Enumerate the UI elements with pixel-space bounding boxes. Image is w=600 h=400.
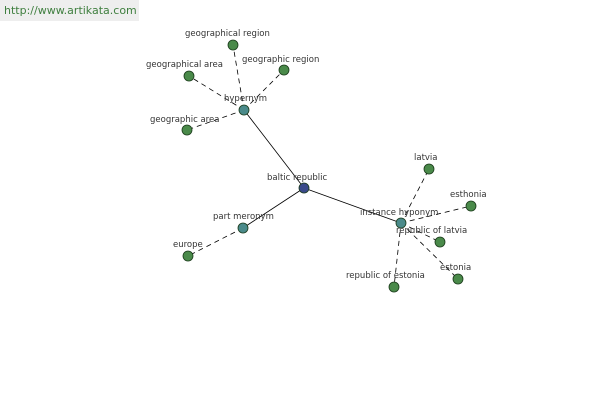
node-geographic-region[interactable] xyxy=(278,64,290,76)
node-label-republic-of-estonia: republic of estonia xyxy=(346,271,425,281)
node-part-meronym[interactable] xyxy=(237,222,249,234)
edge-baltic-republic-to-hypernym xyxy=(243,109,305,189)
edge-instance-hyponym-to-republic-of-latvia xyxy=(400,222,441,243)
edge-instance-hyponym-to-republic-of-estonia xyxy=(393,222,402,288)
node-baltic-republic[interactable] xyxy=(298,182,310,194)
node-label-estonia: estonia xyxy=(440,263,471,273)
node-label-hypernym: hypernym xyxy=(224,94,267,104)
node-label-geographical-area: geographical area xyxy=(146,60,223,70)
node-label-republic-of-latvia: republic of latvia xyxy=(396,226,467,236)
edge-hypernym-to-geographic-region xyxy=(243,69,285,111)
edge-part-meronym-to-europe xyxy=(187,227,244,257)
edge-hypernym-to-geographical-area xyxy=(188,75,245,111)
node-europe[interactable] xyxy=(182,250,194,262)
nodes-layer xyxy=(181,39,477,293)
node-label-part-meronym: part meronym xyxy=(213,212,274,222)
node-hypernym[interactable] xyxy=(238,104,250,116)
node-esthonia[interactable] xyxy=(465,200,477,212)
node-label-baltic-republic: baltic republic xyxy=(267,173,327,183)
edge-instance-hyponym-to-estonia xyxy=(400,222,459,280)
node-label-latvia: latvia xyxy=(414,153,438,163)
node-geographic-area[interactable] xyxy=(181,124,193,136)
node-label-europe: europe xyxy=(173,240,203,250)
node-label-geographic-region: geographic region xyxy=(242,55,319,65)
edge-baltic-republic-to-instance-hyponym xyxy=(303,187,402,224)
edges-layer xyxy=(186,44,472,288)
edge-instance-hyponym-to-esthonia xyxy=(400,205,472,224)
node-geographical-area[interactable] xyxy=(183,70,195,82)
edge-hypernym-to-geographical-region xyxy=(232,44,245,111)
node-geographical-region[interactable] xyxy=(227,39,239,51)
node-label-geographic-area: geographic area xyxy=(150,115,219,125)
node-instance-hyponym[interactable] xyxy=(395,217,407,229)
edge-hypernym-to-geographic-area xyxy=(186,109,245,131)
node-republic-of-latvia[interactable] xyxy=(434,236,446,248)
watermark-url[interactable]: http://www.artikata.com xyxy=(0,0,139,21)
node-republic-of-estonia[interactable] xyxy=(388,281,400,293)
node-label-instance-hyponym: instance hyponym xyxy=(360,208,438,218)
node-label-esthonia: esthonia xyxy=(450,190,487,200)
node-latvia[interactable] xyxy=(423,163,435,175)
edge-instance-hyponym-to-latvia xyxy=(400,168,430,224)
node-estonia[interactable] xyxy=(452,273,464,285)
labels-layer: baltic republic hypernym part meronym insta… xyxy=(146,29,487,281)
node-label-geographical-region: geographical region xyxy=(185,29,270,39)
edge-baltic-republic-to-part-meronym xyxy=(242,187,305,229)
